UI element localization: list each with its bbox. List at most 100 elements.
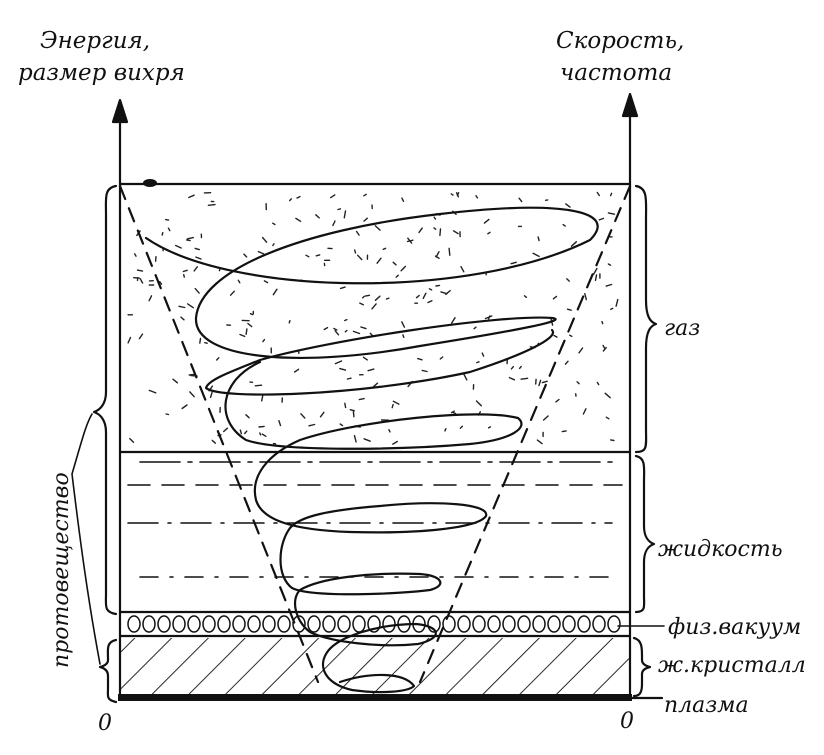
gas-stipple-mark <box>452 411 457 415</box>
vacuum-loop <box>337 615 351 633</box>
gas-stipple-mark <box>555 398 560 403</box>
gas-stipple-mark <box>371 303 377 310</box>
gas-stipple-mark <box>615 298 619 307</box>
gas-stipple-mark <box>562 223 566 227</box>
gas-stipple-mark <box>391 403 394 409</box>
gas-stipple-mark <box>475 194 479 199</box>
gas-stipple-mark <box>362 356 368 361</box>
gas-stipple-mark <box>193 266 199 272</box>
vacuum-loop <box>427 615 441 633</box>
gas-stipple-mark <box>315 214 320 219</box>
gas-stipple-mark <box>243 253 248 258</box>
gas-stipple-mark <box>161 231 164 236</box>
gas-stipple-mark <box>127 336 132 344</box>
gas-stipple-mark <box>565 203 571 208</box>
gas-stipple-mark <box>459 425 464 429</box>
gas-stipple-mark <box>415 294 420 299</box>
vacuum-loop <box>532 615 546 633</box>
vacuum-loop <box>232 615 246 633</box>
left-axis-label-line2: размер вихря <box>18 60 185 86</box>
gas-stipple-mark <box>610 307 614 310</box>
gas-stipple-mark <box>300 413 306 419</box>
proto-upper-brace <box>92 184 118 616</box>
gas-stipple-mark <box>578 347 584 354</box>
gas-stipple-mark <box>293 368 300 373</box>
gas-stipple-mark <box>222 427 229 433</box>
gas-stipple-mark <box>518 197 523 203</box>
gas-stipple-mark <box>460 265 465 273</box>
gas-stipple-mark <box>148 295 153 302</box>
gas-stipple-mark <box>487 231 491 235</box>
gas-stipple-mark <box>561 430 567 433</box>
gas-stipple-mark <box>243 430 248 435</box>
gas-stipple-mark <box>395 274 399 278</box>
gas-stipple-mark <box>164 218 170 221</box>
liquid-brace <box>634 454 656 614</box>
gas-stipple-mark <box>339 423 344 427</box>
gas-stipple-mark <box>541 380 548 384</box>
left-axis <box>111 98 129 700</box>
gas-stipple-mark <box>601 320 604 325</box>
gas-stipple-mark <box>178 305 186 309</box>
gas-stipple-mark <box>354 249 357 254</box>
vacuum-loop <box>382 615 396 633</box>
gas-stipple-mark <box>207 203 216 207</box>
gas-stipple-mark <box>364 294 371 297</box>
gas-stipple-mark <box>337 208 342 211</box>
gas-stipple-mark <box>194 287 200 294</box>
gas-stipple-mark <box>363 193 367 197</box>
gas-stipple-mark <box>385 297 390 300</box>
gas-stipple-mark <box>433 216 437 220</box>
vortex-funnel <box>118 184 632 684</box>
gas-stipple-mark <box>339 367 347 371</box>
gas-stipple-mark <box>570 240 578 247</box>
vacuum-loop <box>487 615 501 633</box>
gas-stipple-mark <box>189 391 195 398</box>
proto-lower-brace <box>98 638 118 704</box>
gas-stipple-mark <box>237 279 241 284</box>
gas-stipple-mark <box>357 254 363 261</box>
gas-stipple-mark <box>435 250 440 258</box>
gas-stipple-mark <box>344 329 348 333</box>
gas-stipple-mark <box>359 302 364 306</box>
gas-stipple-mark <box>259 432 262 436</box>
gas-stipple-mark <box>358 397 365 401</box>
right-axis <box>621 92 639 700</box>
gas-stipple-mark <box>422 292 427 300</box>
gas-stipple-mark <box>182 274 186 278</box>
gas-stipple-mark <box>594 274 598 282</box>
right-axis-label-line1: Скорость, <box>556 28 684 54</box>
gas-stipple-mark <box>610 439 615 442</box>
gas-stipple-mark <box>427 300 433 304</box>
crystal-brace <box>632 636 652 698</box>
gas-stipple-mark <box>305 254 310 258</box>
gas-stipple-mark <box>278 420 282 427</box>
gas-stipple-mark <box>323 326 329 331</box>
gas-stipple-mark <box>355 230 360 236</box>
gas-stipple-mark <box>295 217 302 223</box>
gas-stipple-mark <box>520 377 529 380</box>
gas-stipple-mark <box>374 224 381 231</box>
gas-stipple-mark <box>180 316 185 321</box>
gas-stipple-mark <box>421 369 428 373</box>
gas-stipple-mark <box>262 338 266 343</box>
gas-stipple-mark <box>566 308 572 311</box>
gas-label: газ <box>664 316 700 341</box>
vacuum-loop <box>442 615 456 633</box>
gas-stipple-mark <box>576 381 580 385</box>
gas-stipple-mark <box>439 228 442 237</box>
gas-stipple-mark <box>392 440 398 445</box>
vacuum-loop <box>607 615 621 633</box>
gas-stipple-mark <box>374 295 381 301</box>
gas-stipple-mark <box>428 288 433 291</box>
gas-stipple-mark <box>444 428 447 432</box>
gas-stipple-mark <box>165 413 170 416</box>
gas-stipple-mark <box>288 319 291 324</box>
gas-stipple-mark <box>602 346 607 352</box>
gas-stipple-mark <box>532 252 540 258</box>
gas-stipple-mark <box>261 394 264 402</box>
right-axis-label-line2: частота <box>560 60 672 86</box>
crystal-layer <box>121 638 629 694</box>
gas-stipple-mark <box>487 426 492 429</box>
